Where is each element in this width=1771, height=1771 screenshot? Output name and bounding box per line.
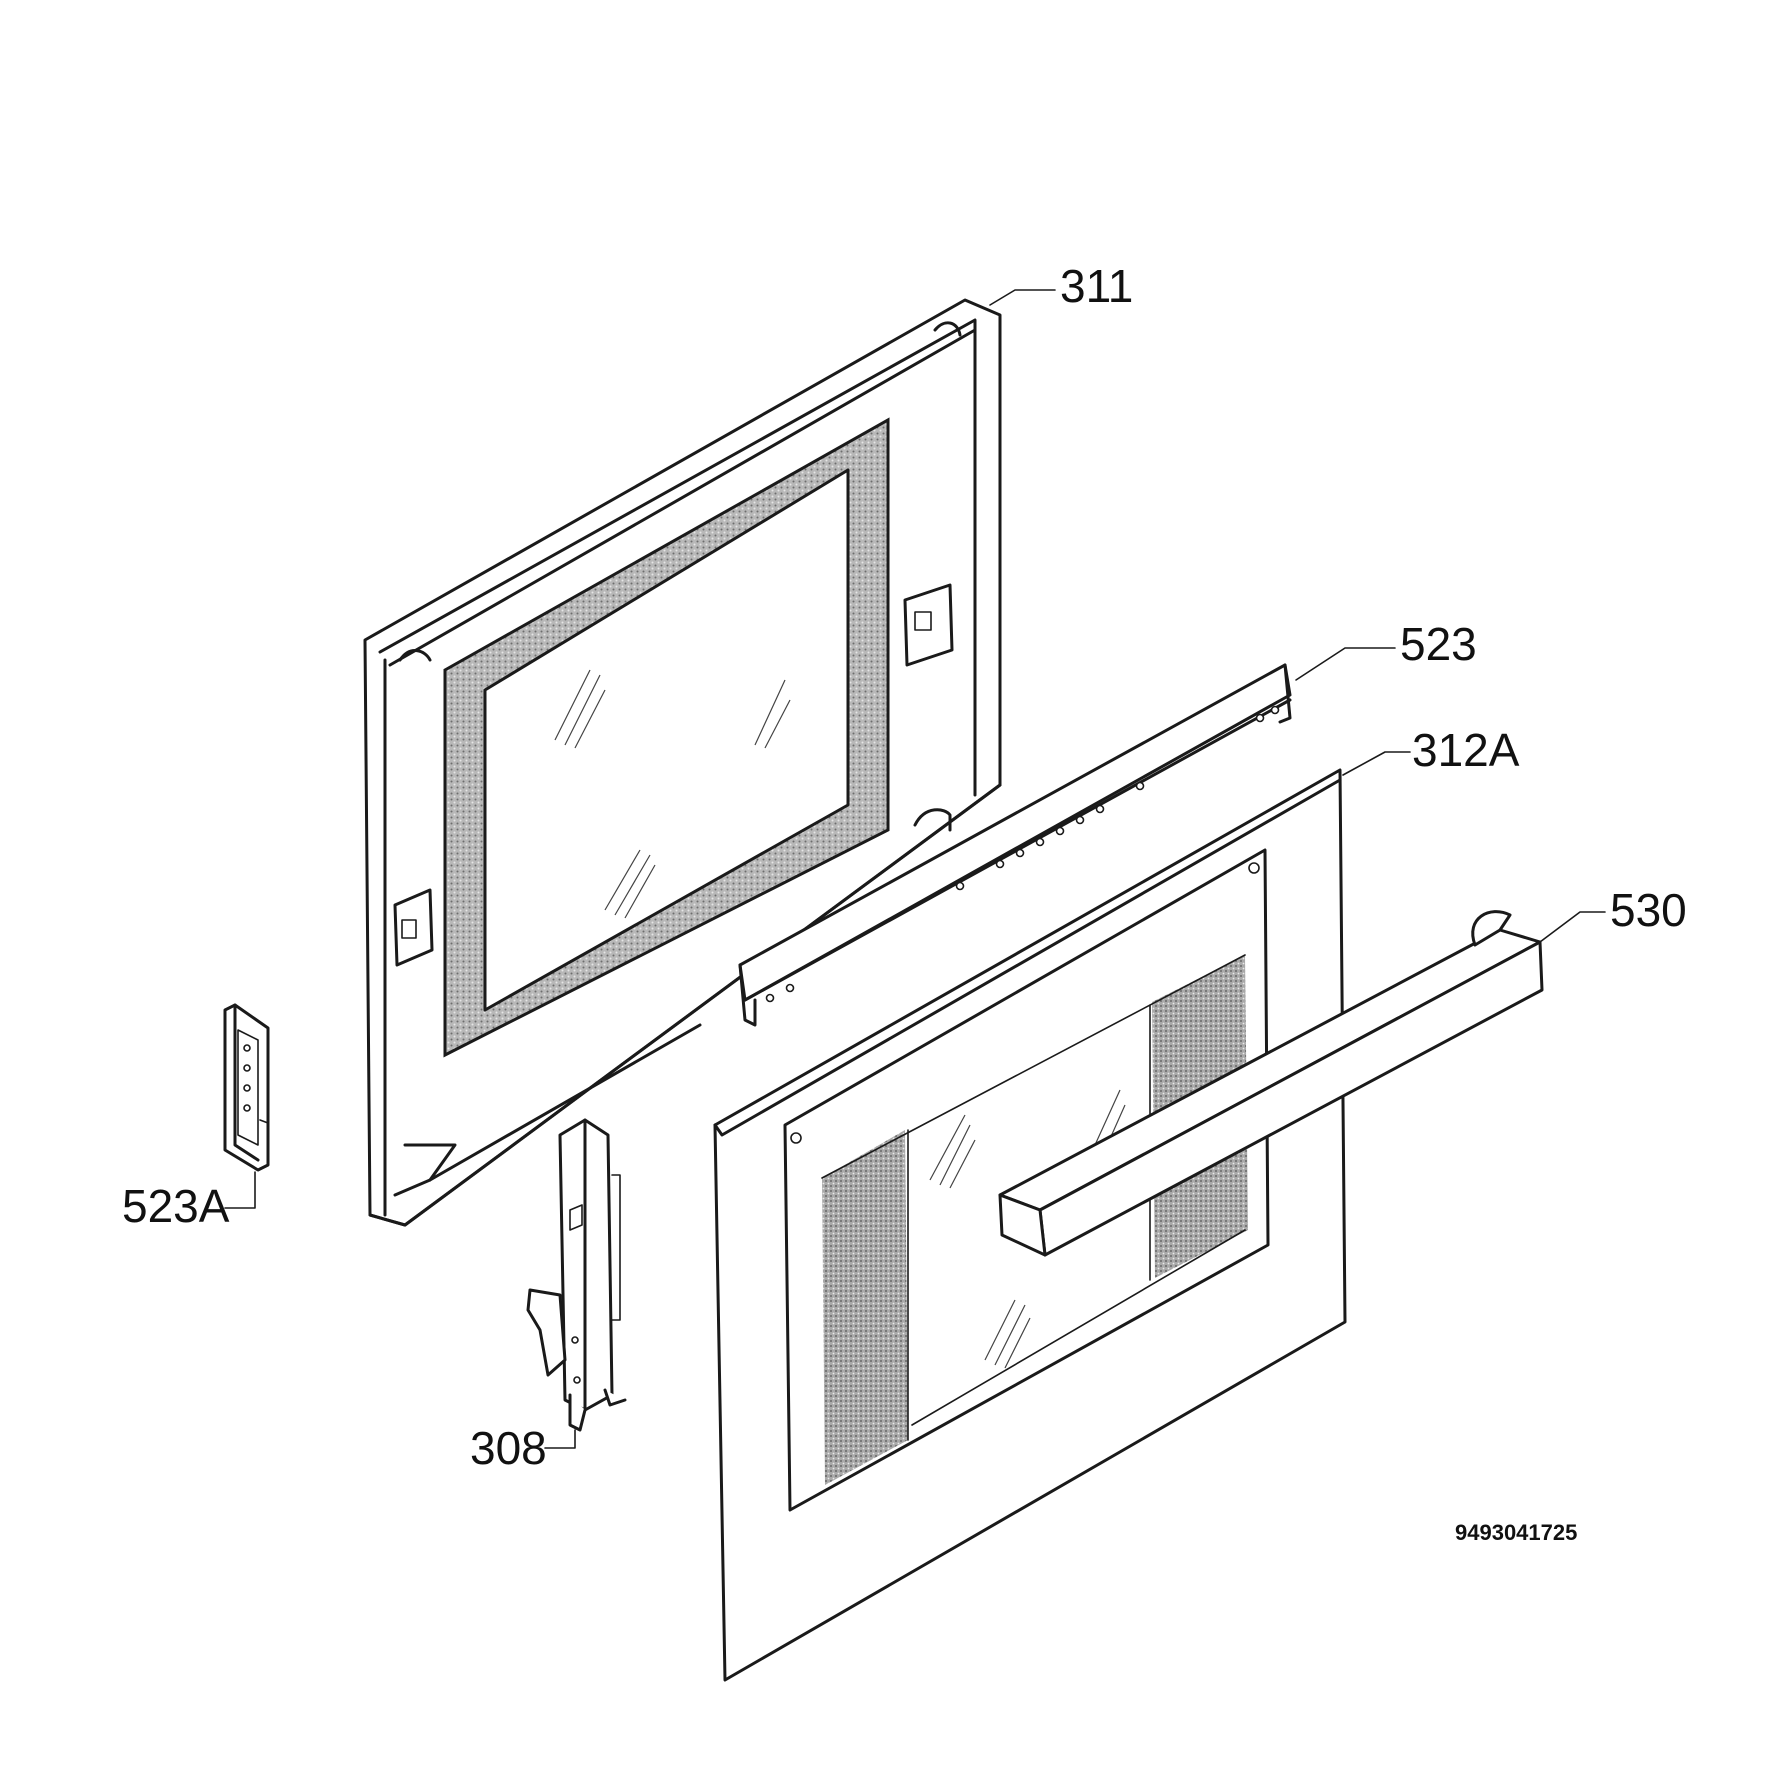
leader-lines [224,289,1606,1449]
part-311-inner-door-frame [363,298,1002,1227]
callout-312a: 312A [1412,724,1520,776]
callout-311: 311 [1060,260,1133,312]
diagram-reference-code: 9493041725 [1455,1520,1577,1545]
callout-523: 523 [1400,618,1477,670]
callout-523a: 523A [122,1180,230,1232]
part-523a-side-bracket [223,1003,270,1172]
rail-holes [765,705,1280,1003]
callout-labels: 311 523 312A 530 523A 308 [122,260,1687,1474]
part-308-hinge [526,1118,627,1432]
callout-308: 308 [470,1422,547,1474]
part-523-channel-rail [738,663,1292,1027]
glass-reflection-marks [554,669,791,919]
callout-530: 530 [1610,884,1687,936]
panel-glass-reflection-marks [929,1089,1126,1369]
